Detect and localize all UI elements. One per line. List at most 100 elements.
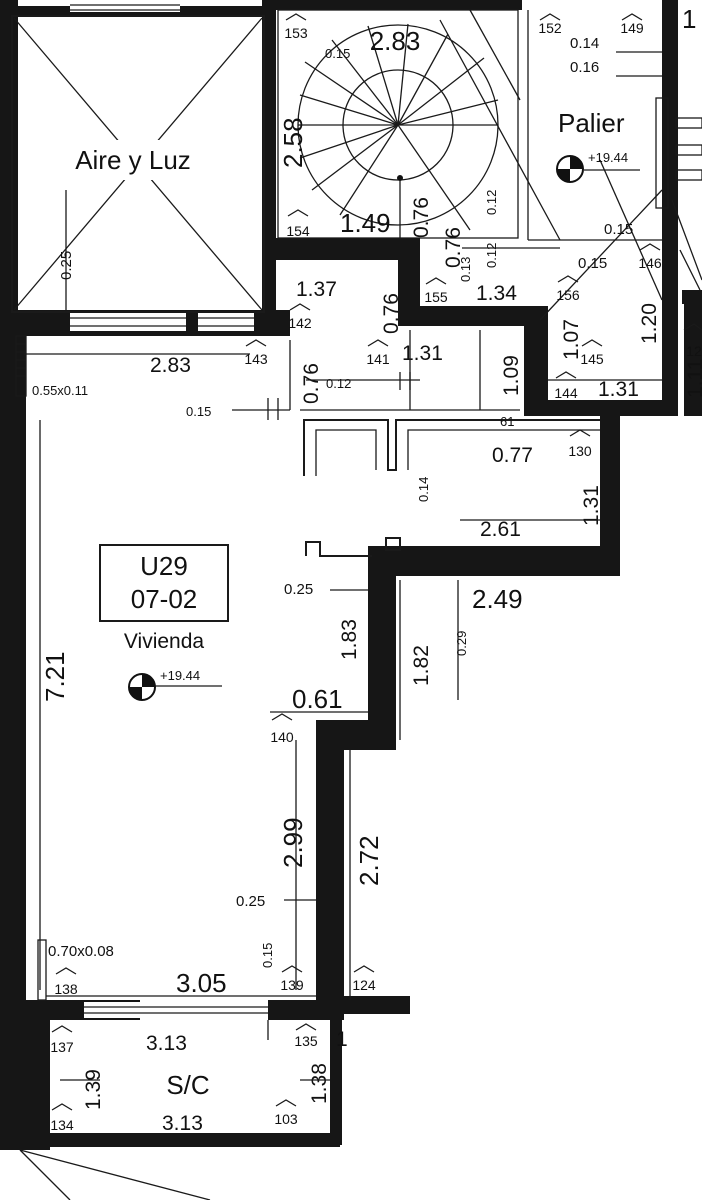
svg-text:153: 153 [284,25,308,41]
dim-0-13: 0.13 [458,257,473,282]
svg-text:144: 144 [554,385,578,401]
dim-2-61: 2.61 [480,518,521,541]
unit-number: 07-02 [131,584,198,614]
dim-61: 61 [500,414,514,429]
svg-text:140: 140 [270,729,294,745]
dim-0-15-right2: 0.15 [578,255,607,272]
svg-text:103: 103 [274,1111,298,1127]
dim-0-76-stair: 0.76 [410,197,433,238]
level-marker-palier [556,155,640,183]
dim-1-top-edge: 1 [682,4,696,34]
node-marker: 149 [620,13,644,36]
dim-0-76-hall: 0.76 [300,363,323,404]
dim-0-12-b: 0.12 [484,243,499,268]
node-marker: 139 [280,965,304,993]
svg-text:138: 138 [54,981,78,997]
wall-inner-vertical [316,720,344,1020]
node-marker: 156 [556,275,580,303]
wall-stair-bottom [272,238,420,260]
dim-1-31-palier: 1.31 [598,378,639,401]
dim-0-25-aire: 0.25 [58,251,75,280]
dim-0-25-a: 0.25 [284,581,313,598]
aire-luz-void: Aire y Luz 0.25 [11,15,265,313]
dim-0-55x0-11: 0.55x0.11 [32,383,88,398]
dim-1-49-stair: 1.49 [340,208,391,238]
node-marker: 103 [274,1099,298,1127]
dim-0-12-stair: 0.12 [484,190,499,215]
node-marker: 155 [424,277,448,305]
unit-id-box [99,544,229,622]
node-marker: 143 [244,339,268,367]
node-marker: 124 [352,965,376,993]
dim-1-34: 1.34 [476,282,517,305]
dim-1-20: 1.20 [638,303,661,344]
level-marker-vivienda [128,673,222,701]
dim-0-14-mid: 0.14 [416,477,431,502]
dim-0-15-low: 0.15 [260,943,275,968]
svg-text:156: 156 [556,287,580,303]
node-marker: 137 [50,1025,74,1055]
node-marker: 145 [580,339,604,367]
dim-1-37: 1.37 [296,278,337,301]
wall-far-right-top [682,290,702,304]
dim-1-31-hall: 1.31 [402,342,443,365]
dim-0-15-hall: 0.15 [186,404,211,419]
dim-0-15-stair: 0.15 [325,46,350,61]
node-marker: 134 [50,1103,74,1133]
wall-palier-bottom [524,400,676,416]
node-marker: 138 [54,967,78,997]
dim-2-58: 2.58 [278,117,308,168]
svg-text:143: 143 [244,351,268,367]
dim-0-61: 0.61 [292,684,343,714]
dim-2-72: 2.72 [354,835,384,886]
svg-text:155: 155 [424,289,448,305]
unit-code: U29 [140,551,188,581]
wall-shaft-left [368,546,396,746]
dim-0-76-b: 0.76 [442,227,465,268]
dim-7-21: 7.21 [40,651,70,702]
dim-1-82: 1.82 [410,645,433,686]
dim-1-07: 1.07 [560,319,583,360]
node-marker: 146 [638,243,662,271]
svg-text:142: 142 [288,315,312,331]
dim-3-13-bottom: 3.13 [162,1112,203,1135]
wall-far-right [684,300,702,416]
palier-level: +19.44 [588,150,628,165]
svg-text:135: 135 [294,1033,318,1049]
node-marker: 152 [538,13,562,36]
wall-left-living [0,320,26,1010]
dim-2-99: 2.99 [278,817,308,868]
dim-3-13-top: 3.13 [146,1032,187,1055]
dim-1-39: 1.39 [82,1069,105,1110]
window-aire-left [70,313,186,331]
svg-text:146: 146 [638,255,662,271]
dim-0-25-b: 0.25 [236,893,265,910]
svg-text:154: 154 [286,223,310,239]
window-top [70,2,180,12]
wall-stair-step [398,238,420,324]
svg-text:139: 139 [280,977,304,993]
wall-corridor-top [398,306,548,326]
svg-text:145: 145 [580,351,604,367]
hall: 1.37 0.76 0.76 1.31 1.09 0.12 0.15 0.14 … [186,278,603,557]
unit-level: +19.44 [160,668,200,683]
wall-left-upper [0,0,18,320]
svg-text:137: 137 [50,1039,74,1055]
node-marker: 153 [284,13,308,41]
svg-text:130: 130 [568,443,592,459]
wall-left-sc [0,1000,50,1150]
wall-top-stair [272,0,522,10]
node-marker: 135 [294,1023,318,1049]
wall-corridor-right [524,306,548,412]
node-markers: 153 152 149 154 155 156 146 142 143 141 … [50,13,702,1133]
wall-palier-right [662,0,678,416]
dim-2-83-stair: 2.83 [370,26,421,56]
node-marker: 140 [270,713,294,745]
window-sc [84,1002,268,1018]
staircase: 2.83 0.15 2.58 1.49 0.76 0.12 0.13 0.12 … [277,9,561,305]
dim-0-12-hall: 0.12 [326,376,351,391]
wall-bottom-right [316,996,410,1014]
node-marker: 130 [568,429,592,459]
svg-text:149: 149 [620,20,644,36]
